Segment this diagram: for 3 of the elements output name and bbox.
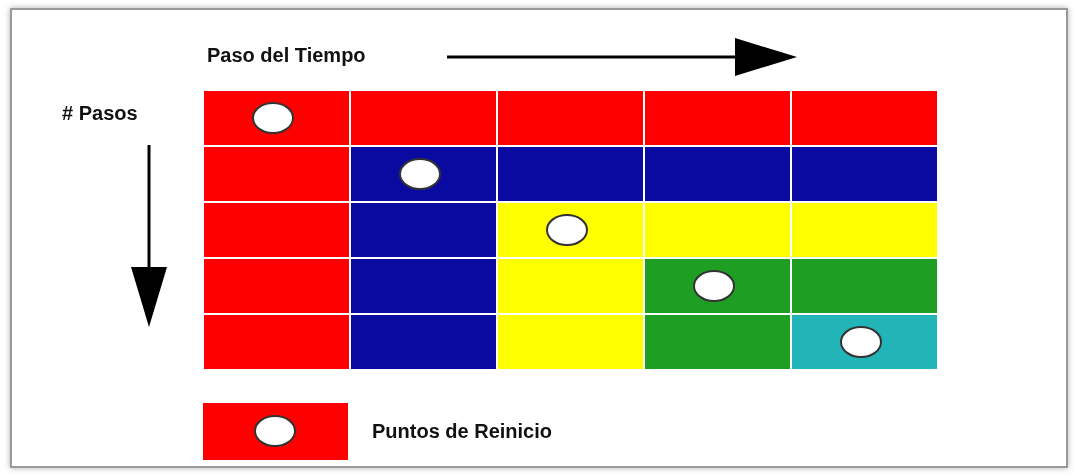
- axis-label: Paso del Tiempo: [207, 44, 366, 67]
- legend-label: Puntos de Reinicio: [372, 420, 553, 443]
- axis-label: # Pasos: [62, 102, 138, 125]
